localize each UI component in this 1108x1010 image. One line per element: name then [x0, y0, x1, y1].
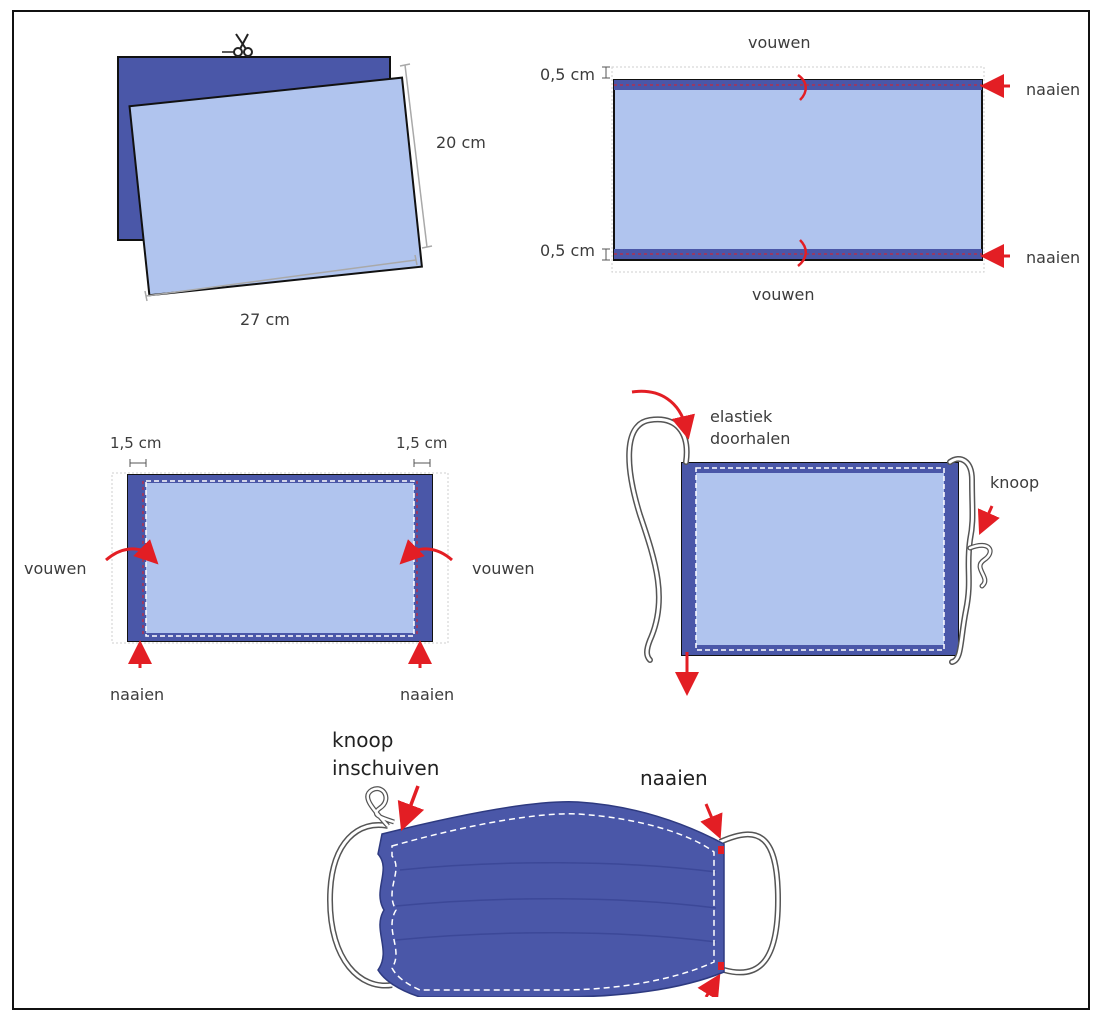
- sew-arrow-top: [700, 803, 723, 840]
- sew-label-bottom: naaien: [1026, 248, 1080, 267]
- knot-icon: [967, 542, 993, 589]
- fabric-light-panel: [127, 474, 433, 642]
- fold-label-bottom: vouwen: [752, 285, 814, 304]
- step-4-elastic: elastiek doorhalen knoop: [626, 389, 1039, 696]
- step-1-cut: 20 cm 27 cm: [117, 33, 486, 329]
- height-label: 20 cm: [436, 133, 486, 152]
- width-label: 27 cm: [240, 310, 290, 329]
- fold-arrow-right: [399, 539, 453, 565]
- hem-strip-bottom: [614, 249, 982, 259]
- knot-insert-label-line2: inschuiven: [332, 756, 439, 780]
- margin-label-top: 0,5 cm: [540, 65, 595, 84]
- sew-label-left: naaien: [110, 685, 164, 704]
- knot-arrow: [977, 505, 1000, 535]
- hem-strip-top: [614, 80, 982, 90]
- knot-insert-label-line1: knoop: [332, 728, 393, 752]
- fabric-light-panel: [681, 462, 959, 656]
- margin-label-left: 1,5 cm: [110, 434, 161, 452]
- step-5-finished-mask: knoop inschuiven naaien: [326, 728, 782, 997]
- fold-arrow-bottom: [797, 239, 807, 267]
- fold-arrow-left: [105, 539, 159, 565]
- thread-arrow: [631, 389, 695, 440]
- fold-label-left: vouwen: [24, 559, 86, 578]
- width-dimension-line: [145, 259, 417, 297]
- fabric-light-panel: [613, 79, 983, 261]
- step-3-hem-sides: 1,5 cm 1,5 cm vouwen vouwen naaien naaie…: [24, 434, 534, 704]
- elastic-label-line2: doorhalen: [710, 429, 790, 448]
- margin-label-bottom: 0,5 cm: [540, 241, 595, 260]
- fold-arrow-top: [797, 73, 807, 101]
- knot-icon: [365, 786, 395, 828]
- margin-label-right: 1,5 cm: [396, 434, 447, 452]
- step-2-hem-top-bottom: vouwen vouwen 0,5 cm 0,5 cm naaien naaie…: [540, 33, 1080, 304]
- fold-label-top: vouwen: [748, 33, 810, 52]
- sew-label: naaien: [640, 766, 708, 790]
- sew-label-right: naaien: [400, 685, 454, 704]
- height-dimension-line: [404, 64, 428, 248]
- knot-insert-arrow: [397, 785, 425, 832]
- sew-arrow-bottom: [697, 973, 721, 997]
- elastic-label-line1: elastiek: [710, 407, 773, 426]
- fabric-front-panel: [128, 76, 423, 297]
- elastic-cord: [626, 416, 690, 663]
- knot-label: knoop: [990, 473, 1039, 492]
- scissors-icon: [222, 33, 253, 57]
- fold-label-right: vouwen: [472, 559, 534, 578]
- sew-label-top: naaien: [1026, 80, 1080, 99]
